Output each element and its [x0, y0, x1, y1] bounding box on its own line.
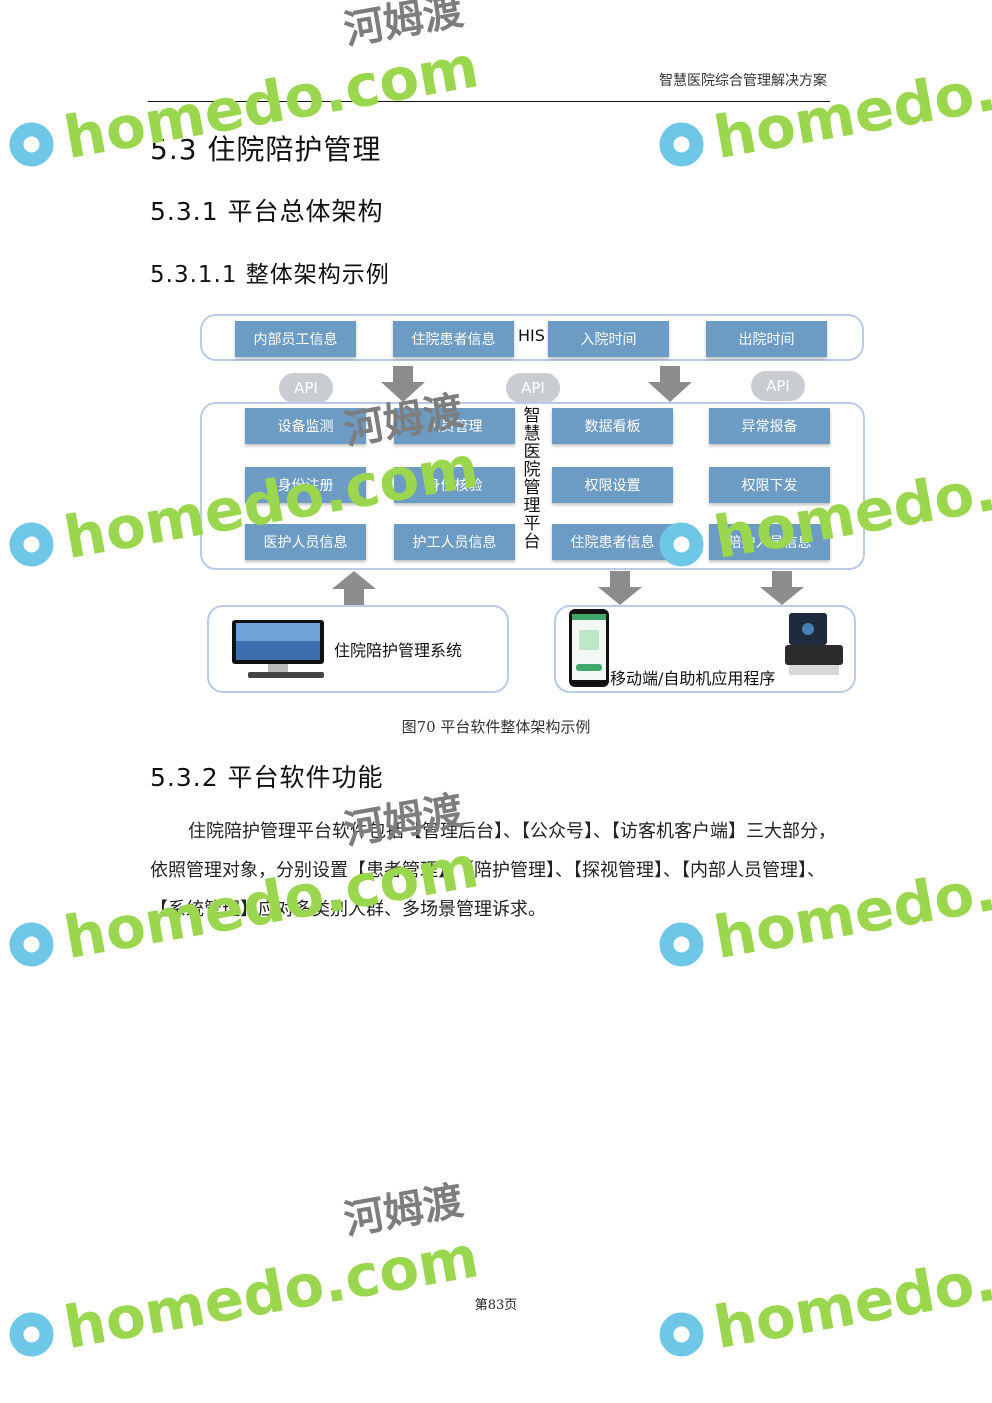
- platform-box-permission-setup: 权限设置: [552, 467, 673, 503]
- arrow-down-icon: [760, 571, 804, 605]
- flower-icon: [659, 122, 704, 167]
- platform-box-escort: 陪护人员信息: [709, 524, 830, 560]
- api-cloud-icon: API: [751, 371, 805, 401]
- platform-box-dashboard: 数据看板: [552, 408, 673, 444]
- watermark-logo: homedo.com: [659, 32, 992, 172]
- platform-box-medical-staff: 医护人员信息: [245, 524, 366, 560]
- system-right-label: 移动端/自助机应用程序: [610, 669, 776, 688]
- arrow-up-icon: [332, 571, 376, 605]
- section-heading-5-3-2: 5.3.2 平台软件功能: [150, 763, 384, 792]
- desktop-computer-icon: [232, 620, 324, 678]
- system-left-label: 住院陪护管理系统: [334, 641, 463, 660]
- watermark-cn: 河姆渡: [341, 1178, 467, 1244]
- flower-icon: [659, 1312, 704, 1357]
- api-cloud-icon: API: [279, 373, 333, 403]
- watermark-cn: 河姆渡: [341, 0, 467, 54]
- kiosk-terminal-icon: [785, 613, 843, 675]
- mobile-phone-icon: [569, 609, 609, 687]
- platform-box-id-register: 身份注册: [245, 467, 366, 503]
- section-heading-5-3-1: 5.3.1 平台总体架构: [150, 197, 384, 226]
- platform-label: 智慧医院管理平台: [523, 406, 541, 552]
- watermark-logo: homedo.com 河姆渡: [9, 1178, 484, 1362]
- api-label: API: [766, 377, 790, 395]
- api-label: API: [294, 379, 318, 397]
- flower-icon: [9, 1312, 54, 1357]
- his-label: HIS: [518, 326, 545, 345]
- figure-caption: 图70 平台软件整体架构示例: [401, 718, 591, 736]
- section-heading-5-3: 5.3 住院陪护管理: [150, 133, 382, 166]
- platform-box-permission-issue: 权限下发: [709, 467, 830, 503]
- architecture-diagram: 内部员工信息 住院患者信息 HIS 入院时间 出院时间 API API API …: [198, 312, 866, 694]
- watermark-text: homedo.com: [709, 1222, 992, 1362]
- his-box-admission-time: 入院时间: [548, 321, 669, 357]
- watermark-text: homedo.com: [709, 32, 992, 172]
- header-rule: [148, 101, 830, 102]
- platform-box-id-verify: 身份核验: [394, 467, 515, 503]
- platform-box-caregiver: 护工人员信息: [394, 524, 515, 560]
- body-paragraph: 住院陪护管理平台软件包括【管理后台】、【公众号】、【访客机客户端】三大部分，依照…: [150, 821, 836, 920]
- api-cloud-icon: API: [506, 373, 560, 403]
- his-box-patient-info: 住院患者信息: [393, 321, 514, 357]
- his-box-staff-info: 内部员工信息: [235, 321, 356, 357]
- his-box-discharge-time: 出院时间: [706, 321, 827, 357]
- flower-icon: [9, 922, 54, 967]
- arrow-down-icon: [381, 366, 425, 402]
- api-label: API: [521, 379, 545, 397]
- flower-icon: [9, 122, 54, 167]
- page-number: 第83页: [474, 1298, 518, 1313]
- platform-box-inpatient: 住院患者信息: [552, 524, 673, 560]
- platform-box-device-monitor: 设备监测: [245, 408, 366, 444]
- platform-box-personnel: 人员管理: [394, 408, 515, 444]
- arrow-down-icon: [598, 571, 642, 605]
- watermark-text: homedo.com: [59, 1222, 483, 1362]
- flower-icon: [9, 522, 54, 567]
- header-title: 智慧医院综合管理解决方案: [659, 73, 827, 89]
- section-heading-5-3-1-1: 5.3.1.1 整体架构示例: [150, 262, 390, 288]
- platform-box-exception-report: 异常报备: [709, 408, 830, 444]
- arrow-down-icon: [648, 366, 692, 402]
